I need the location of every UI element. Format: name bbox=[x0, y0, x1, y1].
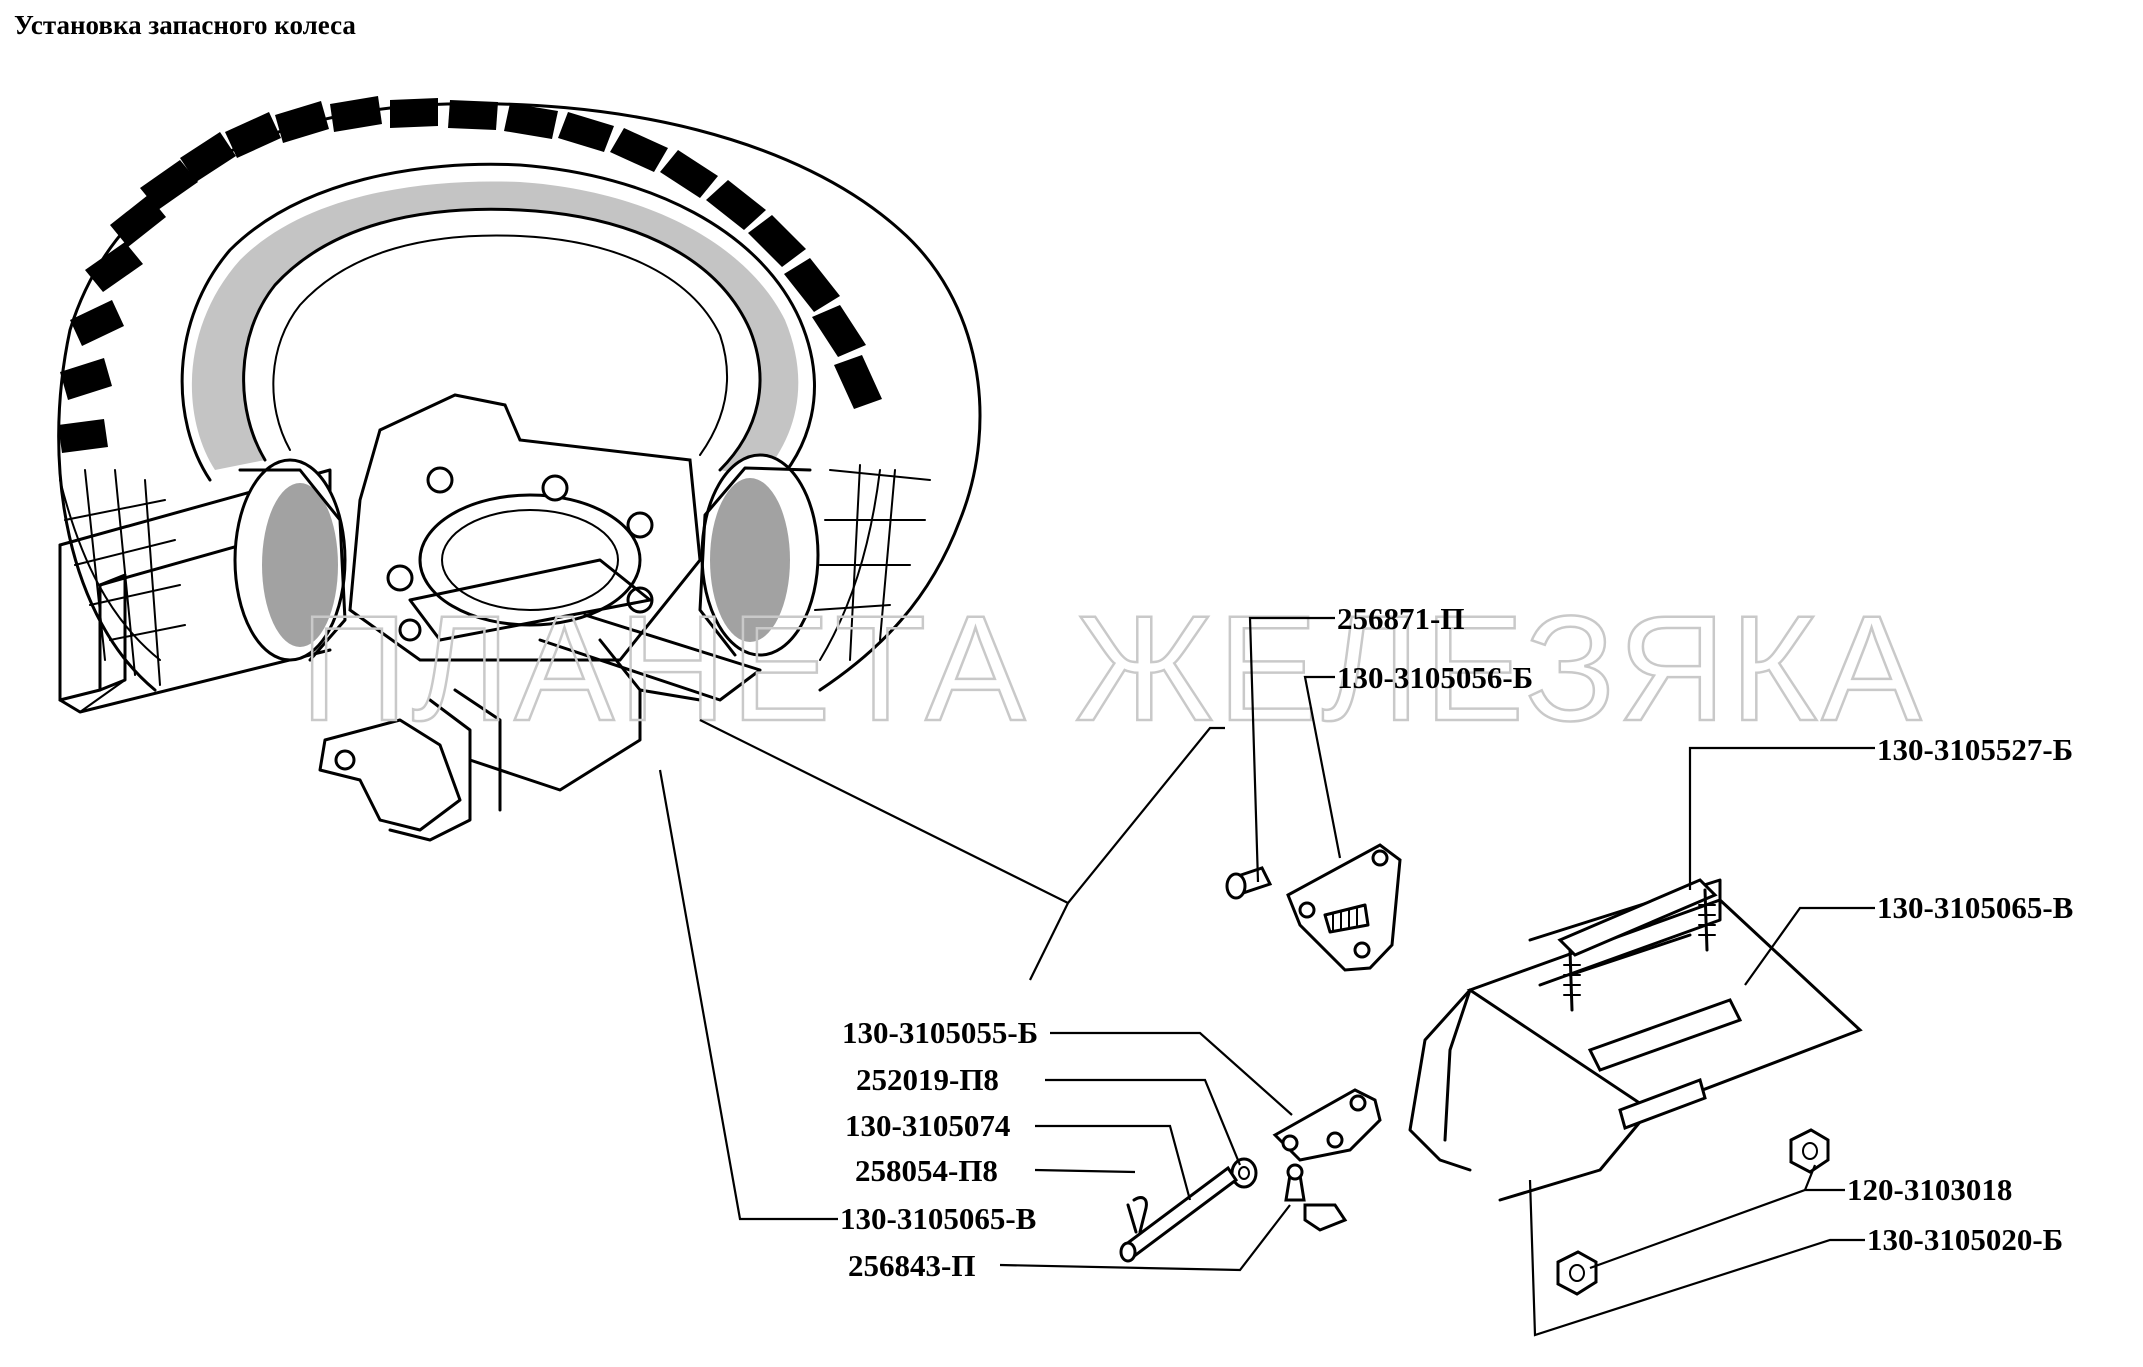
label-130-3105065-left: 130-3105065-В bbox=[840, 1201, 1036, 1236]
tire-cross-section-left bbox=[233, 458, 347, 662]
leader-lines bbox=[658, 616, 1875, 1337]
nut-120-3103018 bbox=[1789, 1128, 1830, 1174]
cotter-258054 bbox=[1126, 1196, 1148, 1234]
label-258054: 258054-П8 bbox=[855, 1153, 998, 1188]
watermark-text: ПЛАНЕТА ЖЕЛЕЗЯКА bbox=[300, 584, 1925, 752]
label-256871: 256871-П bbox=[1337, 601, 1464, 636]
label-130-3105065-right: 130-3105065-В bbox=[1877, 890, 2073, 925]
diagram-title: Установка запасного колеса bbox=[14, 10, 356, 40]
nut-130-3105020 bbox=[1556, 1250, 1598, 1296]
bolt-256871 bbox=[1225, 866, 1273, 900]
label-130-3105527: 130-3105527-Б bbox=[1877, 732, 2073, 767]
label-256843: 256843-П bbox=[848, 1248, 975, 1283]
mounted-bracket bbox=[318, 558, 762, 842]
grease-fitting-256843 bbox=[1284, 1163, 1348, 1232]
tire-sidewall-grid bbox=[59, 464, 931, 686]
tire-tread bbox=[58, 96, 882, 453]
washer-252019 bbox=[1230, 1157, 1258, 1189]
plate-130-3105056 bbox=[1286, 843, 1402, 972]
label-130-3105020: 130-3105020-Б bbox=[1867, 1222, 2063, 1257]
clamp-130-3105527 bbox=[1557, 878, 1718, 1012]
pin-130-3105074 bbox=[1119, 1165, 1239, 1263]
tire-cross-section-right bbox=[698, 453, 820, 657]
label-252019: 252019-П8 bbox=[856, 1062, 999, 1097]
plate-130-3105055 bbox=[1272, 1088, 1382, 1162]
frame-beam bbox=[58, 468, 332, 714]
label-130-3105074: 130-3105074 bbox=[845, 1108, 1010, 1143]
part-labels: 256871-П 130-3105056-Б 130-3105527-Б 130… bbox=[840, 601, 2073, 1283]
label-130-3105056: 130-3105056-Б bbox=[1337, 660, 1533, 695]
label-130-3105055: 130-3105055-Б bbox=[842, 1015, 1038, 1050]
label-120-3103018: 120-3103018 bbox=[1847, 1172, 2012, 1207]
